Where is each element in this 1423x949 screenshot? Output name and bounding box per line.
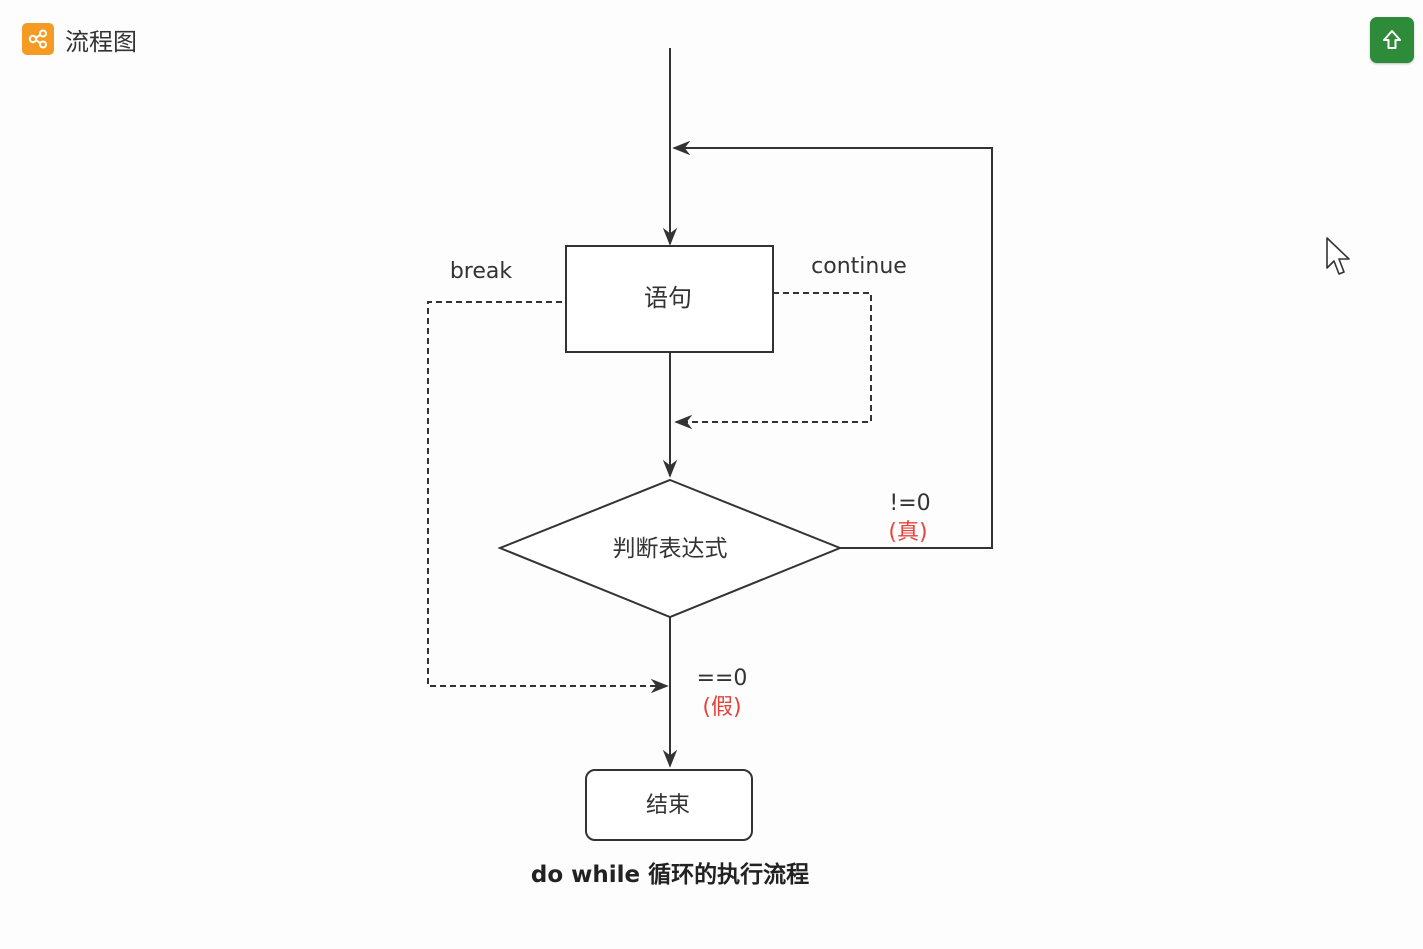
break-connector <box>427 301 669 694</box>
flowchart-icon <box>22 23 54 55</box>
break-label: break <box>450 259 513 284</box>
true-label: (真) <box>888 520 927 545</box>
mouse-cursor-icon <box>1326 237 1350 275</box>
continue-label: continue <box>811 254 907 279</box>
end-box <box>585 769 753 841</box>
nonzero-label: !=0 <box>889 491 930 516</box>
app-title: 流程图 <box>65 27 137 56</box>
arrow-up-icon <box>1383 30 1401 49</box>
statement-label: 语句 <box>644 284 692 312</box>
condition-label: 判断表达式 <box>613 536 728 562</box>
diagram-caption: do while 循环的执行流程 <box>531 861 809 888</box>
continue-connector <box>674 292 872 430</box>
false-label: (假) <box>702 695 741 720</box>
upload-button[interactable] <box>1370 17 1414 63</box>
header: 流程图 <box>22 22 137 56</box>
zero-label: ==0 <box>697 666 748 691</box>
true-loop-connector <box>672 140 993 549</box>
end-label: 结束 <box>646 793 690 818</box>
